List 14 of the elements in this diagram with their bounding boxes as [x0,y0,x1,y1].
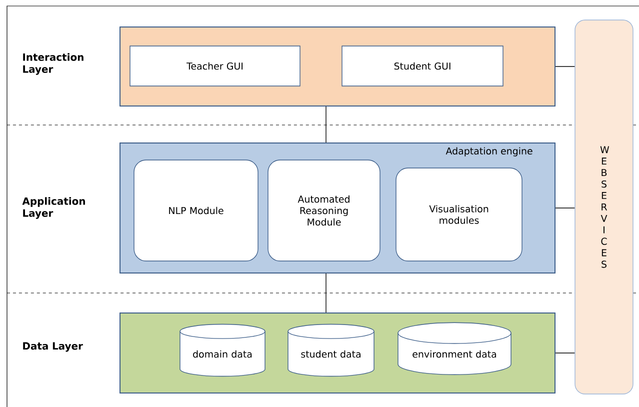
services-bar: WEB SERVICES [574,20,634,394]
module-box: Visualisation modules [396,168,522,262]
gui-box: Student GUI [342,46,504,86]
module-box: NLP Module [134,160,258,262]
database-cylinder: domain data [180,324,266,377]
module-box: Automated Reasoning Module [268,160,380,262]
layer-label: Data Layer [23,342,83,352]
layer-label: Interaction Layer [23,53,84,75]
connector-line [555,66,575,67]
connector-line [555,352,575,354]
database-cylinder: student data [288,324,374,377]
database-cylinder: environment data [398,322,512,375]
gui-box: Teacher GUI [130,46,300,86]
layer-label: Application Layer [22,197,85,219]
